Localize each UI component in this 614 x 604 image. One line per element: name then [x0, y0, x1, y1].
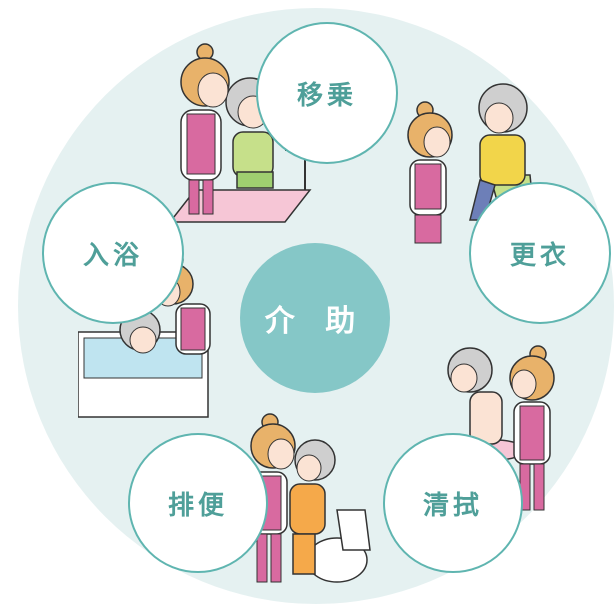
node-wiping: 清拭 [383, 433, 523, 573]
node-bathing: 入浴 [42, 182, 184, 324]
node-toileting: 排便 [128, 433, 268, 573]
center-label: 介 助 [240, 243, 390, 393]
transfer-illustration [168, 43, 312, 223]
node-dressing: 更衣 [469, 182, 611, 324]
node-transfer: 移乗 [256, 22, 398, 164]
